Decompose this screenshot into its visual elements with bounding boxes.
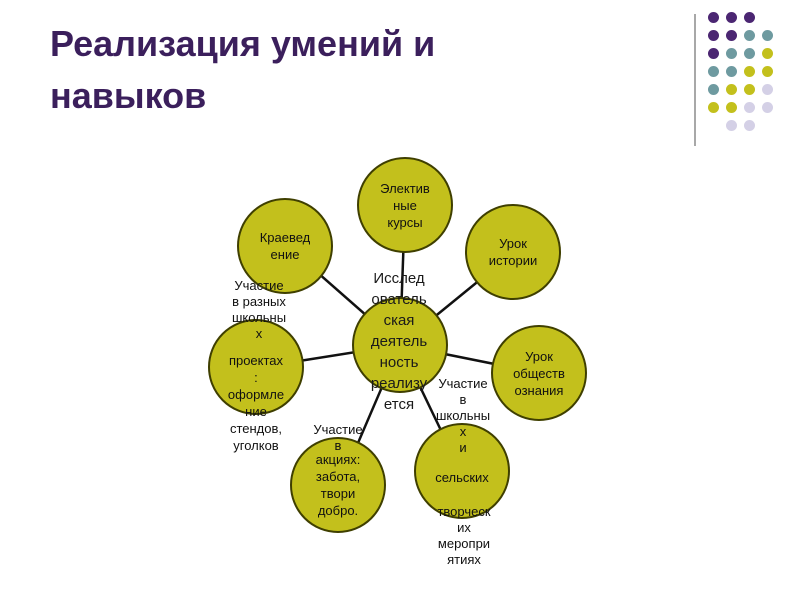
decor-dot <box>762 66 773 77</box>
note-actions-prefix: Участие в <box>313 422 363 453</box>
decor-dot <box>708 30 719 41</box>
decor-dot <box>762 30 773 41</box>
node-events: сельских <box>414 423 510 519</box>
decor-dot <box>762 84 773 95</box>
decor-dot <box>744 30 755 41</box>
decor-dot <box>726 66 737 77</box>
node-local-history-label: Краевед ение <box>259 230 311 262</box>
decor-dot <box>726 102 737 113</box>
node-actions-label: акциях: забота, твори добро. <box>315 452 361 518</box>
decor-dot <box>726 120 737 131</box>
node-research-activity <box>352 297 448 393</box>
decor-divider <box>694 14 696 146</box>
node-projects-label: проектах : оформле ние стендов, уголков <box>227 353 285 453</box>
note-projects-prefix: Участие в разных школьны х <box>231 278 287 341</box>
node-social-studies-lesson-label: Урок обществ ознания <box>513 348 565 398</box>
decor-dot <box>744 120 755 131</box>
decor-dot <box>726 48 737 59</box>
slide-title: Реализация умений и навыков <box>50 18 650 122</box>
decor-dot <box>726 84 737 95</box>
note-events-prefix: Участие в школьны х и <box>435 376 491 455</box>
node-actions: акциях: забота, твори добро. <box>290 437 386 533</box>
decor-dot <box>708 102 719 113</box>
decor-dot <box>708 48 719 59</box>
decor-dot <box>708 84 719 95</box>
node-projects: проектах : оформле ние стендов, уголков <box>208 319 304 453</box>
slide-title-line-1: Реализация умений и <box>50 23 436 64</box>
node-local-history: Краевед ение <box>237 198 333 294</box>
node-social-studies-lesson: Урок обществ ознания <box>491 325 587 421</box>
decor-dot <box>708 12 719 23</box>
decor-dot <box>726 30 737 41</box>
decor-dot <box>726 12 737 23</box>
center-label: Исслед ователь ская деятель ность реализ… <box>370 270 428 413</box>
decor-dot <box>744 66 755 77</box>
note-events-suffix: творческ их меропри ятиях <box>437 504 491 567</box>
node-elective-courses: Электив ные курсы <box>357 157 453 253</box>
decor-dot <box>744 102 755 113</box>
decor-dot <box>708 66 719 77</box>
node-history-lesson: Урок истории <box>465 204 561 300</box>
decor-dot <box>762 102 773 113</box>
decor-dot <box>744 84 755 95</box>
node-history-lesson-label: Урок истории <box>488 236 538 268</box>
node-events-label: сельских <box>435 469 489 485</box>
slide-title-line-2: навыков <box>50 75 207 116</box>
decor-dot <box>762 48 773 59</box>
decor-dot <box>744 12 755 23</box>
decor-dot <box>744 48 755 59</box>
node-elective-courses-label: Электив ные курсы <box>380 180 430 230</box>
